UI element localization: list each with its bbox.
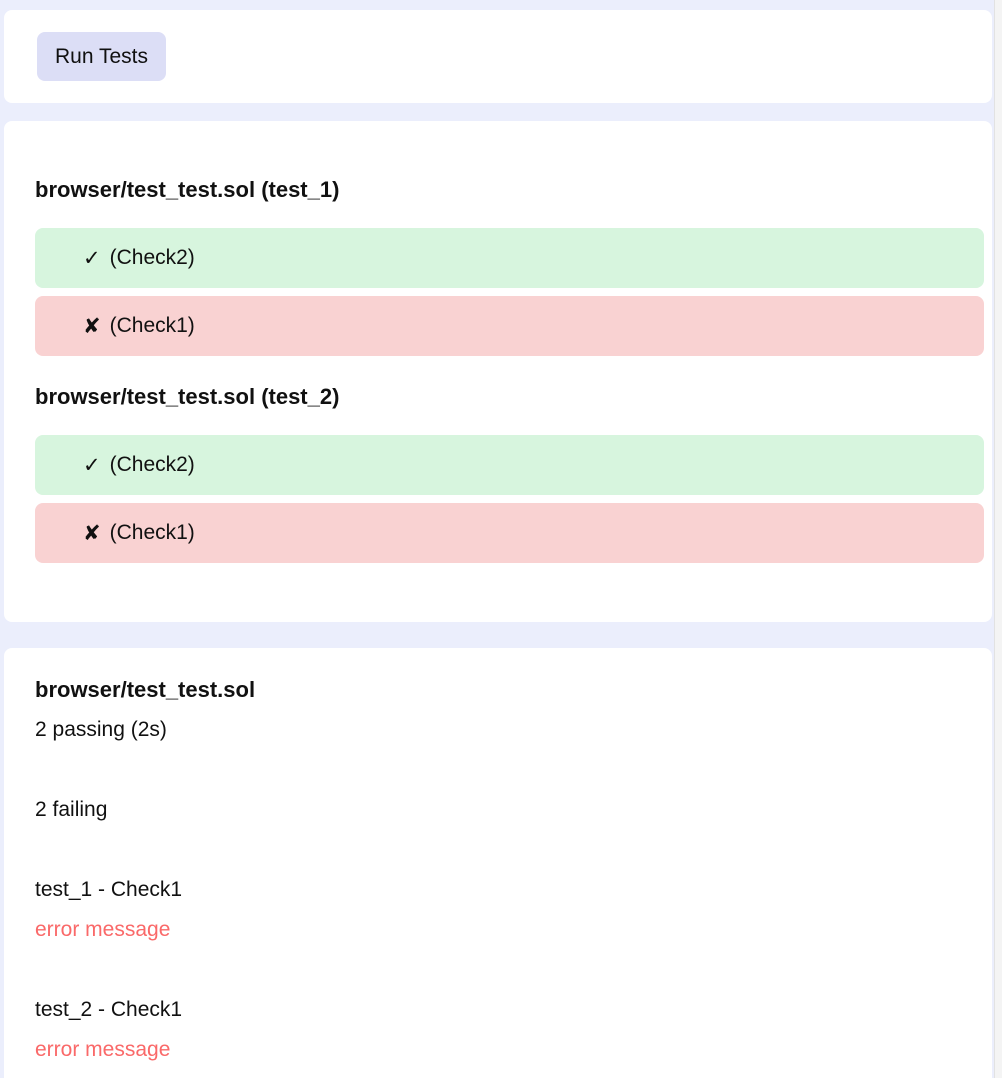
test-result-row-fail: ✘ (Check1)	[35, 296, 984, 356]
results-card: browser/test_test.sol (test_1) ✓ (Check2…	[4, 121, 992, 622]
run-tests-button[interactable]: Run Tests	[37, 32, 166, 81]
test-suite-title: browser/test_test.sol (test_2)	[35, 384, 340, 409]
test-result-row-pass: ✓ (Check2)	[35, 435, 984, 495]
failure-test-name: test_2 - Check1	[35, 998, 183, 1021]
failure-error-message: error message	[35, 918, 171, 941]
cross-icon: ✘	[83, 521, 101, 545]
failing-count: 2 failing	[35, 798, 108, 821]
test-result-label: (Check2)	[109, 453, 195, 476]
failure-error-message: error message	[35, 1038, 171, 1061]
summary-file-title: browser/test_test.sol	[35, 677, 256, 702]
failure-test-name: test_1 - Check1	[35, 878, 183, 901]
check-icon: ✓	[83, 453, 101, 477]
passing-count: 2 passing (2s)	[35, 718, 167, 741]
toolbar-card: Run Tests	[4, 10, 992, 103]
cross-icon: ✘	[83, 314, 101, 338]
test-suite-title: browser/test_test.sol (test_1)	[35, 177, 340, 202]
scrollbar[interactable]	[994, 0, 1002, 1078]
summary-card: browser/test_test.sol 2 passing (2s) 2 f…	[4, 648, 992, 1078]
test-result-label: (Check2)	[109, 246, 195, 269]
check-icon: ✓	[83, 246, 101, 270]
test-result-label: (Check1)	[109, 314, 195, 337]
test-result-row-pass: ✓ (Check2)	[35, 228, 984, 288]
test-result-row-fail: ✘ (Check1)	[35, 503, 984, 563]
test-result-label: (Check1)	[109, 521, 195, 544]
